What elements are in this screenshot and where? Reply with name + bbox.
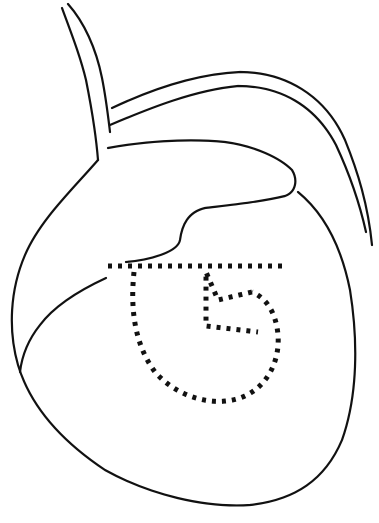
heart-diagram — [0, 0, 379, 523]
background — [0, 0, 379, 523]
